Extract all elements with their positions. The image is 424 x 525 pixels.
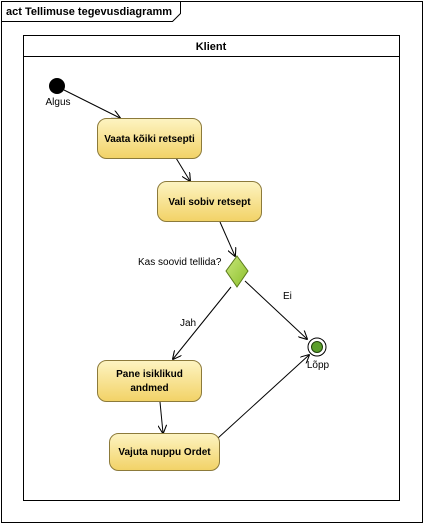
edge-start-to-view: [63, 89, 120, 118]
action-choose-label: Vali sobiv retsept: [168, 197, 251, 208]
guard-yes: Jah: [180, 318, 196, 329]
edge-decision-to-end: [244, 280, 307, 339]
action-choose-recipe: [157, 181, 262, 222]
action-press-label: Vajuta nuppu Ordet: [118, 447, 211, 458]
initial-node-label: Algus: [45, 97, 70, 108]
swimlane-klient: [23, 35, 400, 501]
action-enter-personal-data: [97, 360, 202, 402]
edge-decision-to-enter: [173, 286, 232, 359]
action-press-order: [109, 433, 220, 471]
final-node-label: Lõpp: [307, 360, 330, 371]
action-view-all-recipes: [97, 118, 202, 159]
final-node-core: [311, 341, 323, 353]
action-enter-label-line1: Pane isiklikud: [116, 369, 183, 380]
decision-node: [225, 255, 249, 288]
frame-title: act Tellimuse tegevusdiagramm: [6, 6, 172, 18]
guard-no: Ei: [283, 291, 292, 302]
action-enter-label-line2: andmed: [130, 383, 168, 394]
edge-enter-to-press: [160, 401, 163, 433]
edge-choose-to-decision: [219, 221, 235, 256]
swimlane-title: Klient: [196, 41, 227, 53]
decision-question: Kas soovid tellida?: [138, 257, 222, 268]
initial-node: [49, 78, 65, 94]
action-view-all-label: Vaata kõiki retsepti: [104, 134, 195, 145]
edge-view-to-choose: [175, 157, 190, 181]
frame-title-tab: [1, 1, 181, 22]
edge-press-to-end: [217, 355, 309, 439]
